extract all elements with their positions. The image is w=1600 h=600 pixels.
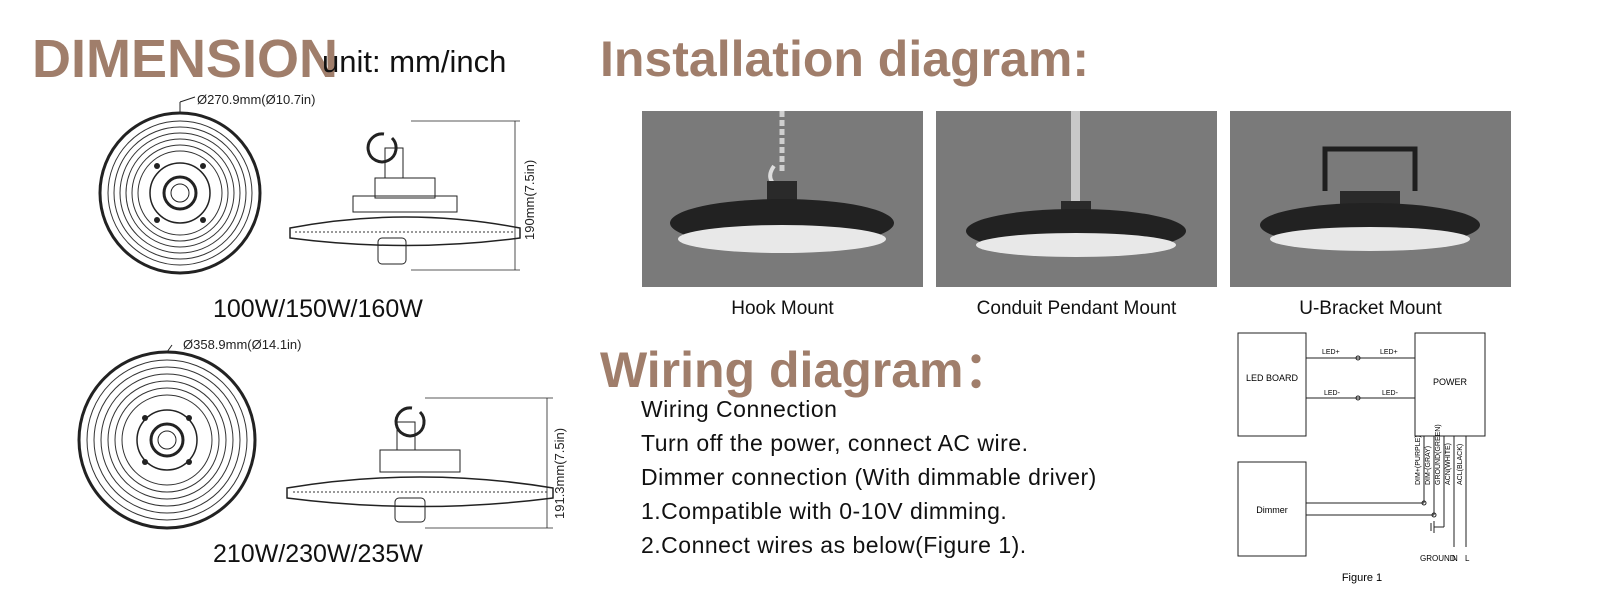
- bottom-label-l: L: [1465, 554, 1470, 563]
- model-label-small: 100W/150W/160W: [213, 295, 423, 323]
- led-minus-label-left: LED-: [1324, 390, 1341, 397]
- height-label-large: 191.3mm(7.5in): [552, 427, 567, 519]
- dimension-drawing-large: [77, 344, 554, 530]
- diameter-label-large: Ø358.9mm(Ø14.1in): [183, 337, 302, 352]
- figure-caption: Figure 1: [1342, 572, 1382, 584]
- wire-acn: ACN(WHITE): [1445, 443, 1452, 485]
- wire-dim-plus: DIM+(PURPLE): [1415, 435, 1422, 485]
- model-label-large: 210W/230W/235W: [213, 540, 423, 568]
- led-board-box: [1237, 332, 1307, 437]
- wire-dim-minus: DIM-(GRAY): [1425, 446, 1432, 485]
- installation-title: Installation diagram:: [600, 31, 1089, 87]
- power-box: [1414, 332, 1486, 437]
- conduit-pendant-mount-photo: [936, 111, 1217, 287]
- wiring-line-3: Dimmer connection (With dimmable driver): [641, 464, 1097, 490]
- wiring-title: Wiring diagram：: [600, 342, 1014, 398]
- wire-ground: GROUND(GREEN): [1435, 424, 1442, 485]
- top-view-large: [77, 344, 257, 530]
- dimmer-box: [1237, 461, 1307, 557]
- dimension-unit: unit: mm/inch: [322, 44, 507, 79]
- led-plus-label-right: LED+: [1380, 349, 1398, 356]
- wiring-line-1: Wiring Connection: [641, 396, 838, 422]
- led-plus-label-left: LED+: [1322, 349, 1340, 356]
- wire-acl: ACL(BLACK): [1457, 444, 1464, 485]
- side-view-large: [286, 397, 554, 529]
- conduit-pendant-mount-caption: Conduit Pendant Mount: [976, 298, 1177, 319]
- power-label: POWER: [1433, 377, 1468, 387]
- dimmer-label: Dimmer: [1256, 505, 1288, 515]
- dimension-drawing-small: [98, 96, 521, 275]
- height-label-small: 190mm(7.5in): [522, 159, 537, 240]
- diameter-label-small: Ø270.9mm(Ø10.7in): [197, 92, 316, 107]
- wiring-line-4: 1.Compatible with 0-10V dimming.: [641, 498, 1008, 524]
- led-minus-label-right: LED-: [1382, 390, 1399, 397]
- wiring-line-2: Turn off the power, connect AC wire.: [641, 430, 1029, 456]
- bottom-label-ground: GROUND: [1420, 554, 1456, 563]
- wiring-figure: LED BOARD POWER LED+ LED+ LED- LED- Dimm…: [1237, 332, 1486, 584]
- u-bracket-mount-caption: U-Bracket Mount: [1299, 298, 1442, 319]
- top-view-small: [98, 96, 262, 275]
- u-bracket-mount-photo: [1230, 111, 1511, 287]
- dimension-title: DIMENSION: [32, 29, 339, 89]
- bottom-label-n: N: [1452, 554, 1458, 563]
- hook-mount-caption: Hook Mount: [731, 298, 834, 319]
- wiring-line-5: 2.Connect wires as below(Figure 1).: [641, 532, 1027, 558]
- side-view-small: [289, 120, 521, 271]
- hook-mount-photo: [642, 111, 923, 287]
- led-board-label: LED BOARD: [1246, 373, 1299, 383]
